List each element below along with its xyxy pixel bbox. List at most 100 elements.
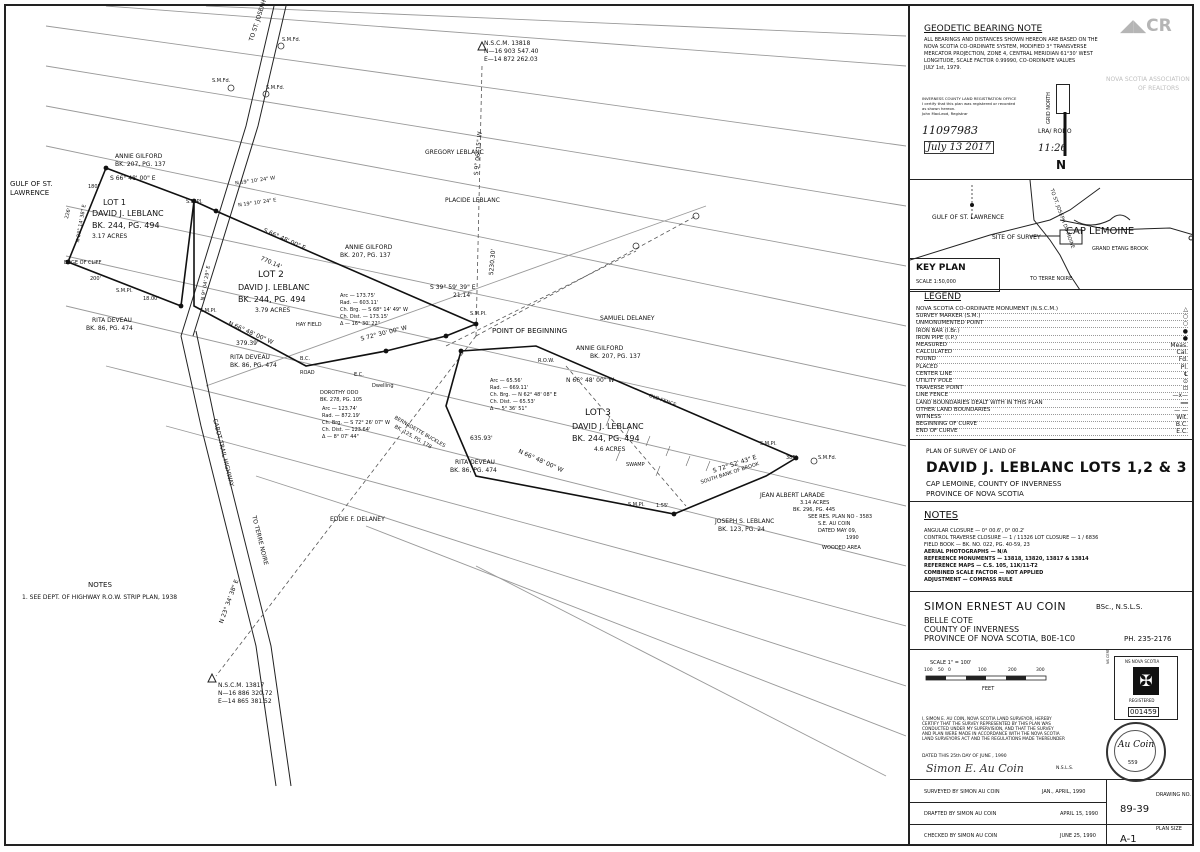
plan-title-section: PLAN OF SURVEY OF LAND OF DAVID J. LEBLA… [910, 440, 1194, 502]
legend-item: UNMONUMENTED POINT ○ [916, 320, 1188, 329]
legend-section: LEGEND NOVA SCOTIA CO-ORDINATE MONUMENT … [910, 290, 1194, 440]
legend-title: LEGEND [924, 292, 962, 302]
legend-item: LAND BOUNDARIES DEALT WITH IN THIS PLAN━… [916, 400, 1188, 408]
seal-number: 001459 [1128, 707, 1159, 717]
lot3-owner: DAVID J. LEBLANC [572, 422, 644, 431]
legend-symbol-icon: Pl. [1180, 363, 1188, 371]
legend-symbol-icon: ○ [1182, 320, 1188, 328]
legend-item-label: LAND BOUNDARIES DEALT WITH IN THIS PLAN [916, 399, 1043, 406]
neighbor-jean-dated: DATED MAY 09, [818, 528, 857, 534]
certification-section: SCALE 1" = 100' 100 50 0 100 200 300 FEE… [910, 649, 1194, 782]
dist-155: 1.55' [656, 503, 669, 509]
nscm-top-title: N.S.C.M. 13818 [484, 40, 531, 47]
neighbor-jean-acres: 3.14 ACRES [800, 500, 830, 506]
surveyor-signature: Simon E. Au Coin [926, 762, 1024, 775]
hay-field-label: HAY FIELD [296, 322, 322, 328]
legend-item: SURVEY MARKER (S.M.)○ [916, 313, 1188, 322]
neighbor-rita-1-bk: BK. 86, PG. 474 [86, 325, 133, 332]
neighbor-rita-2-bk: BK. 86, PG. 474 [230, 362, 277, 369]
legend-item: TRAVERSE POINT⊡ [916, 385, 1188, 394]
watermark-line1: NOVA SCOTIA ASSOCIATION [1106, 76, 1190, 83]
neighbor-jean-year: 1990 [846, 535, 859, 541]
legend-symbol-icon: B.C. [1175, 421, 1188, 429]
legend-item-label: PLACED [916, 363, 938, 370]
legend-item-label: UTILITY POLE [916, 378, 953, 384]
survey-map [45, 6, 906, 787]
stamp-number: 11097983 [922, 124, 978, 137]
neighbor-rita-1: RITA DEVEAU [92, 317, 132, 324]
legend-item-label: UNMONUMENTED POINT [916, 320, 984, 327]
scale-label: SCALE 1" = 100' [930, 660, 972, 666]
legend-item: UTILITY POLE⊙ [916, 378, 1188, 386]
lot3-book: BK. 244, PG. 494 [572, 434, 640, 443]
lot1-book: BK. 244, PG. 494 [92, 221, 160, 230]
row-label: R.O.W. [538, 358, 555, 364]
north-arrow-icon [1063, 112, 1067, 156]
legend-symbol-icon: ● [1182, 334, 1188, 342]
legend-item-label: MEASURED [916, 342, 948, 348]
bearing-b9: 379.39' [236, 340, 259, 347]
dist-18: 18.00' [143, 296, 159, 302]
legend-symbol-icon: ℄ [1184, 370, 1188, 378]
legend-item-label: SURVEY MARKER (S.M.) [916, 313, 981, 320]
legend-symbol-icon: ● [1182, 327, 1188, 335]
ec-label: E.C. [354, 372, 364, 378]
lot2-name: LOT 2 [258, 270, 284, 280]
legend-item-label: FOUND [916, 356, 936, 363]
key-site-label: SITE OF SURVEY [992, 234, 1041, 241]
drawing-no: 89-39 [1120, 804, 1150, 815]
dist-180: 180' [88, 184, 99, 190]
registry-stamp: INVERNESS COUNTY LAND REGISTRATION OFFIC… [922, 96, 1017, 154]
legend-item-label: TRAVERSE POINT [916, 385, 963, 392]
nscm-13818-icon [477, 40, 487, 51]
grid-north-label: GRID NORTH [1046, 92, 1052, 124]
legend-symbol-icon: △ [1183, 306, 1188, 313]
legend-item: NOVA SCOTIA CO-ORDINATE MONUMENT (N.S.C.… [916, 306, 1188, 314]
legend-item-label: OTHER LAND BOUNDARIES [916, 406, 991, 413]
key-cap-label: CAP LEMOINE [1066, 226, 1135, 237]
neighbor-joseph-bk: BK. 123, PG. 24 [718, 526, 765, 533]
seal-stamp-number: 559 [1128, 760, 1138, 766]
dwelling-label: Dwelling [372, 383, 394, 389]
lot1-name: LOT 1 [103, 198, 126, 207]
plan-title-prefix: PLAN OF SURVEY OF LAND OF [926, 448, 1017, 455]
lot3-name: LOT 3 [585, 408, 611, 418]
neighbor-jean-by: S.E. AU COIN [818, 521, 851, 527]
neighbor-jean-bk: BK. 296, PG. 445 [793, 507, 836, 513]
notes-title: NOTES [924, 510, 959, 521]
swamp-label: SWAMP [626, 462, 645, 468]
neighbor-annie-1: ANNIE GILFORD [115, 153, 163, 160]
legend-symbol-icon: Wit. [1176, 414, 1188, 421]
nscm-top-e: E—14 872 262.03 [484, 56, 538, 63]
legend-item-label: BEGINNING OF CURVE [916, 421, 977, 428]
legend-item-label: CALCULATED [916, 349, 953, 356]
smpi-label-1: S.M.PI. [186, 199, 203, 205]
bc-label: B.C. [300, 356, 311, 362]
lot2-acres: 3.79 ACRES [255, 307, 291, 314]
bearing-b7: 21.14' [453, 292, 472, 299]
lot2-owner: DAVID J. LEBLANC [238, 283, 310, 292]
smfd-label-2: S.M.Fd. [266, 85, 285, 91]
drawing-no-label: DRAWING NO. [1156, 792, 1191, 798]
legend-item: LINE FENCE—x— [916, 392, 1188, 401]
neighbor-jean: JEAN ALBERT LARADE [760, 492, 825, 499]
edge-of-cliff: EDGE OF CLIFF [64, 260, 102, 266]
scale-bar [925, 675, 1047, 681]
notes-section: NOTES ANGULAR CLOSURE — 0° 00.6', 0° 00.… [910, 502, 1194, 592]
dist-200: 200' [90, 276, 101, 282]
lot3-acres: 4.6 ACRES [594, 446, 626, 453]
neighbor-gregory: GREGORY LEBLANC [425, 149, 484, 156]
geodetic-section: GEODETIC BEARING NOTE ALL BEARINGS AND D… [910, 4, 1194, 180]
smpi-label-5: S.M.PI. [760, 441, 777, 447]
key-plan-map [910, 180, 1194, 290]
key-plan-label-box: KEY PLAN SCALE 1:50,000 [910, 258, 1000, 292]
bearing-b18: N 66° 48' 00" W [566, 377, 615, 384]
neighbor-annie-2: ANNIE GILFORD [345, 244, 393, 251]
nsls-seal-frame: NS NOVA SCOTIA ✠ REGISTERED 001459 [1114, 656, 1178, 720]
legend-item: IRON BAR (I.Br.)● [916, 328, 1188, 336]
legend-symbol-icon: E.C. [1176, 428, 1188, 436]
